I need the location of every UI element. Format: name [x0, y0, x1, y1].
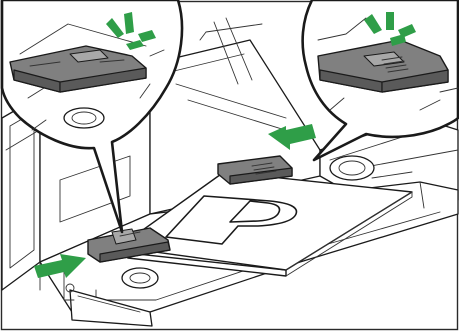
tray-roller-hole: [122, 268, 158, 288]
printer-roller-right: [330, 156, 374, 180]
